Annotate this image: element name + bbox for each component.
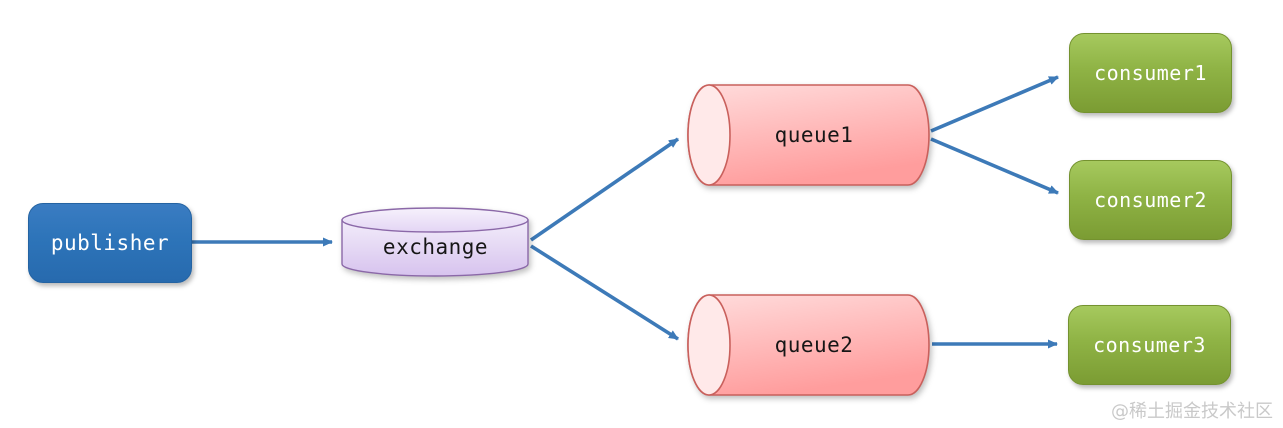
edge-queue1-consumer1 [930, 75, 1059, 133]
node-consumer3[interactable]: consumer3 [1068, 305, 1231, 385]
queue2-label: queue2 [774, 333, 854, 357]
node-consumer1[interactable]: consumer1 [1069, 33, 1232, 113]
node-queue1[interactable]: queue1 [687, 84, 931, 186]
node-queue2[interactable]: queue2 [687, 294, 931, 396]
publisher-label: publisher [50, 231, 170, 255]
queue2-cylinder-shape [687, 294, 930, 396]
watermark-text: @稀土掘金技术社区 [1111, 401, 1273, 422]
edge-exchange-queue1 [529, 137, 680, 242]
consumer2-label: consumer2 [1094, 188, 1207, 212]
queue1-cylinder-shape [687, 84, 930, 186]
edge-exchange-queue2 [530, 244, 679, 341]
consumer1-label: consumer1 [1094, 61, 1207, 85]
node-exchange[interactable]: exchange [341, 207, 530, 278]
exchange-label: exchange [382, 235, 489, 259]
exchange-cylinder-shape [341, 207, 529, 277]
queue1-label: queue1 [774, 123, 854, 147]
node-consumer2[interactable]: consumer2 [1069, 160, 1232, 240]
consumer3-label: consumer3 [1093, 333, 1206, 357]
edge-queue1-consumer2 [930, 137, 1059, 195]
node-publisher[interactable]: publisher [28, 203, 192, 283]
